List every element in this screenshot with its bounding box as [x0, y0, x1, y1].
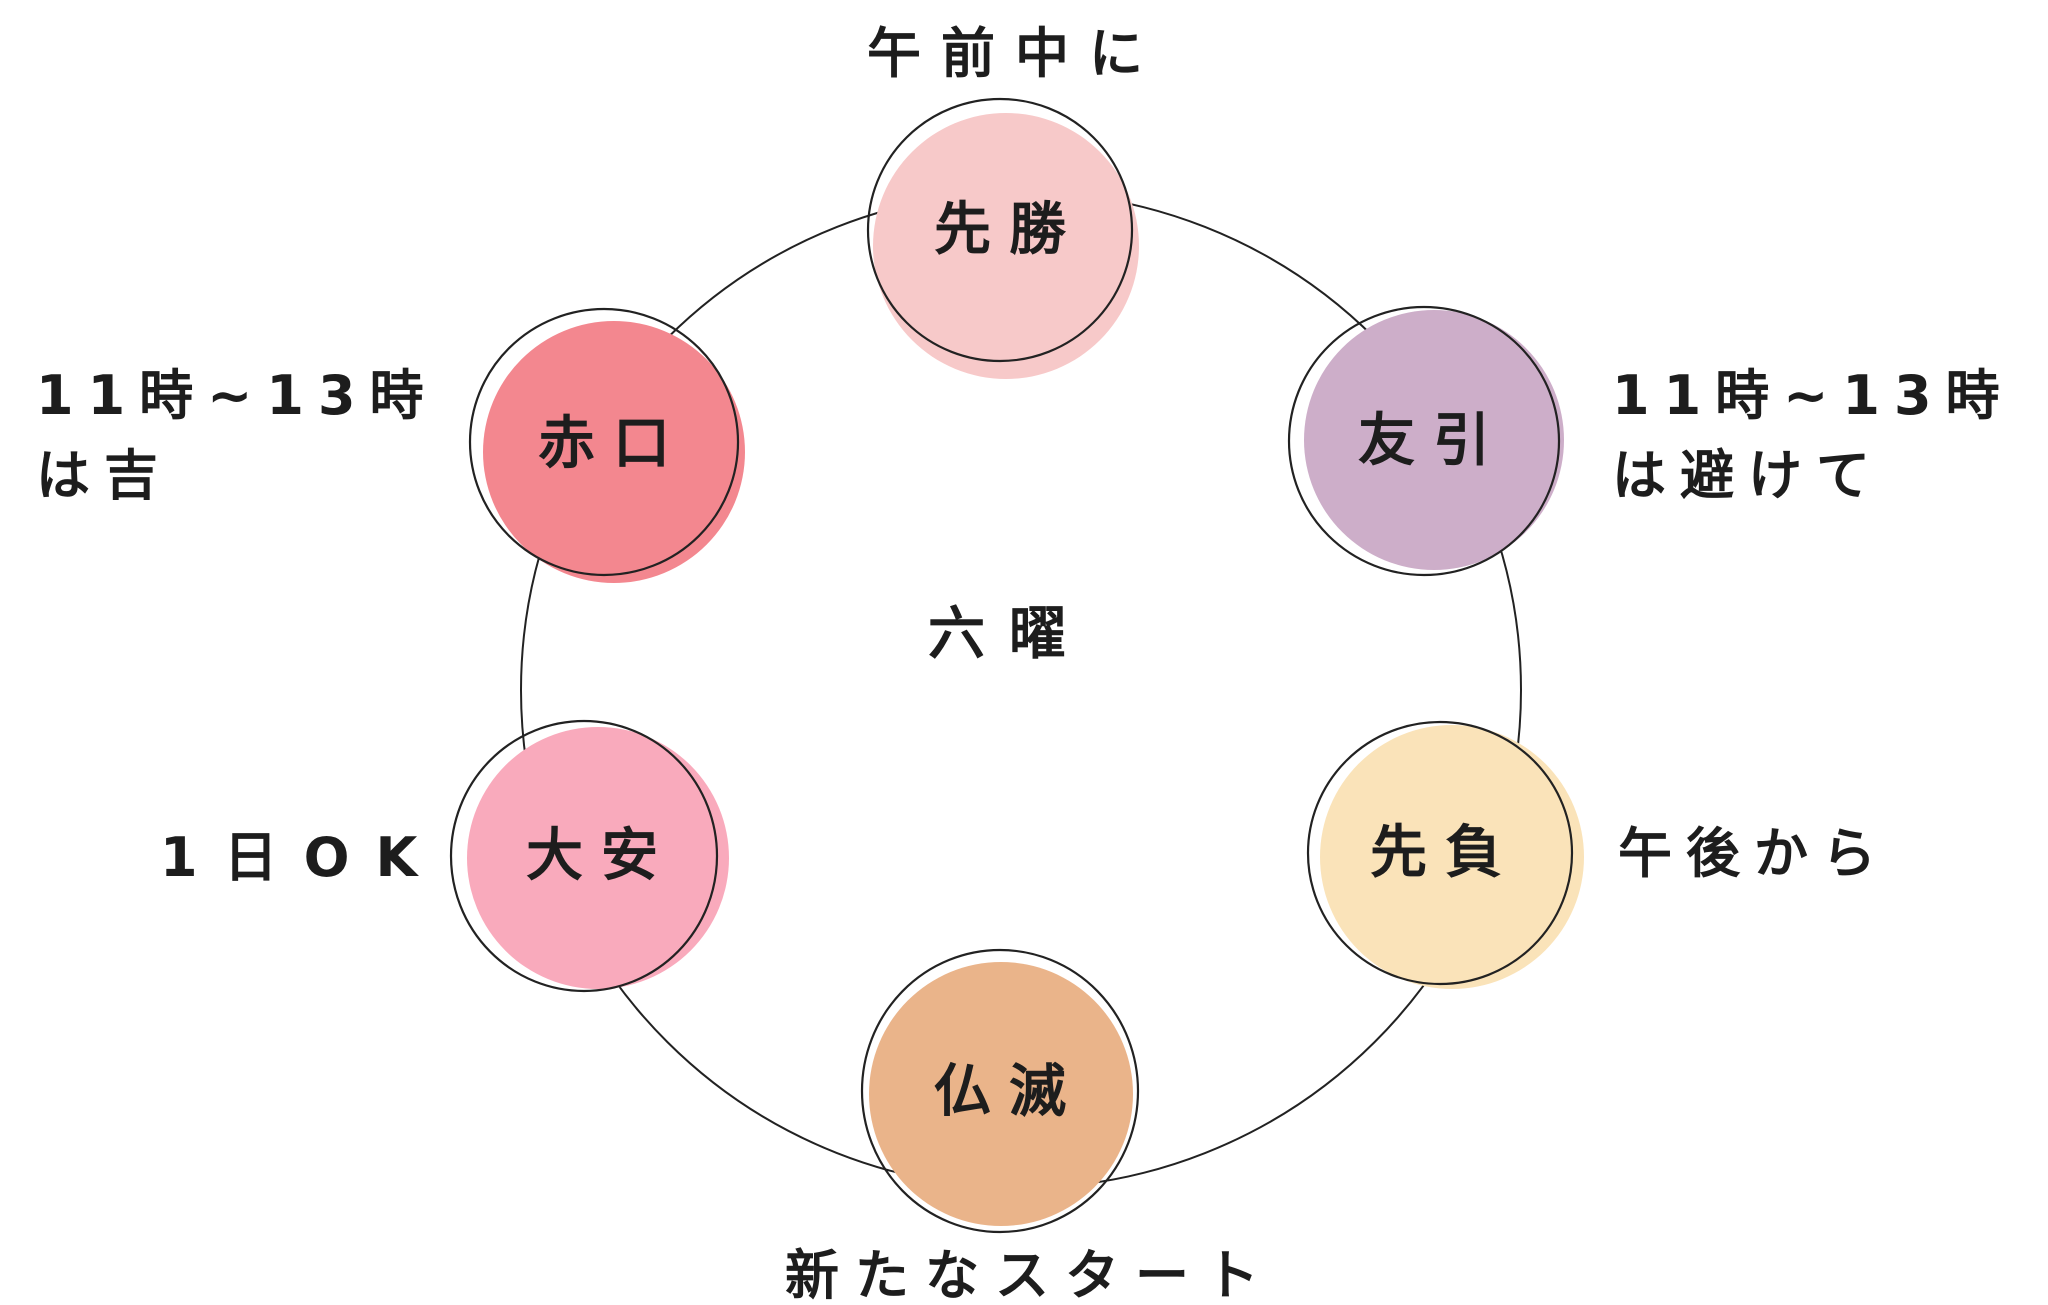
node-butsumetsu-outline [860, 948, 1140, 1234]
note-shakko-line1: 11時~13時 [36, 364, 438, 427]
node-circle-senbu [1306, 720, 1584, 989]
node-circle-butsumetsu [860, 948, 1140, 1234]
node-label-tomobiki: 友引 [1358, 407, 1508, 474]
node-senbu-fill [1320, 725, 1584, 989]
note-butsumetsu: 新たなスタート [785, 1244, 1275, 1305]
note-sensho: 午前中に [867, 22, 1163, 85]
node-butsumetsu-fill [869, 962, 1133, 1226]
node-circle-tomobiki [1287, 305, 1564, 577]
node-label-butsumetsu: 仏滅 [934, 1058, 1084, 1125]
note-tomobiki-line1: 11時~13時 [1612, 364, 2014, 427]
node-circle-sensho [866, 97, 1139, 379]
node-senbu-outline [1306, 720, 1574, 986]
node-label-sensho: 先勝 [934, 196, 1084, 263]
node-shakko-outline [468, 307, 740, 577]
node-label-senbu: 先負 [1370, 819, 1520, 886]
diagram-center-title: 六曜 [928, 601, 1090, 667]
node-sensho-outline [866, 97, 1134, 363]
node-circle-taian [449, 719, 729, 993]
note-tomobiki-line2: は避けて [1612, 444, 1884, 507]
node-label-taian: 大安 [526, 822, 676, 889]
node-tomobiki-fill [1304, 310, 1564, 570]
node-sensho-fill [873, 113, 1139, 379]
note-taian: 1日OK [160, 826, 444, 889]
node-shakko-fill [483, 321, 745, 583]
node-label-shakko: 赤口 [538, 410, 688, 477]
node-taian-outline [449, 719, 719, 993]
node-tomobiki-outline [1287, 305, 1561, 577]
note-senbu: 午後から [1618, 822, 1890, 885]
node-circle-shakko [468, 307, 745, 583]
note-shakko-line2: は吉 [36, 444, 172, 507]
node-taian-fill [467, 727, 729, 989]
note-tomobiki: 11時~13時 は避けて [1612, 356, 2014, 516]
note-shakko: 11時~13時 は吉 [36, 356, 438, 516]
